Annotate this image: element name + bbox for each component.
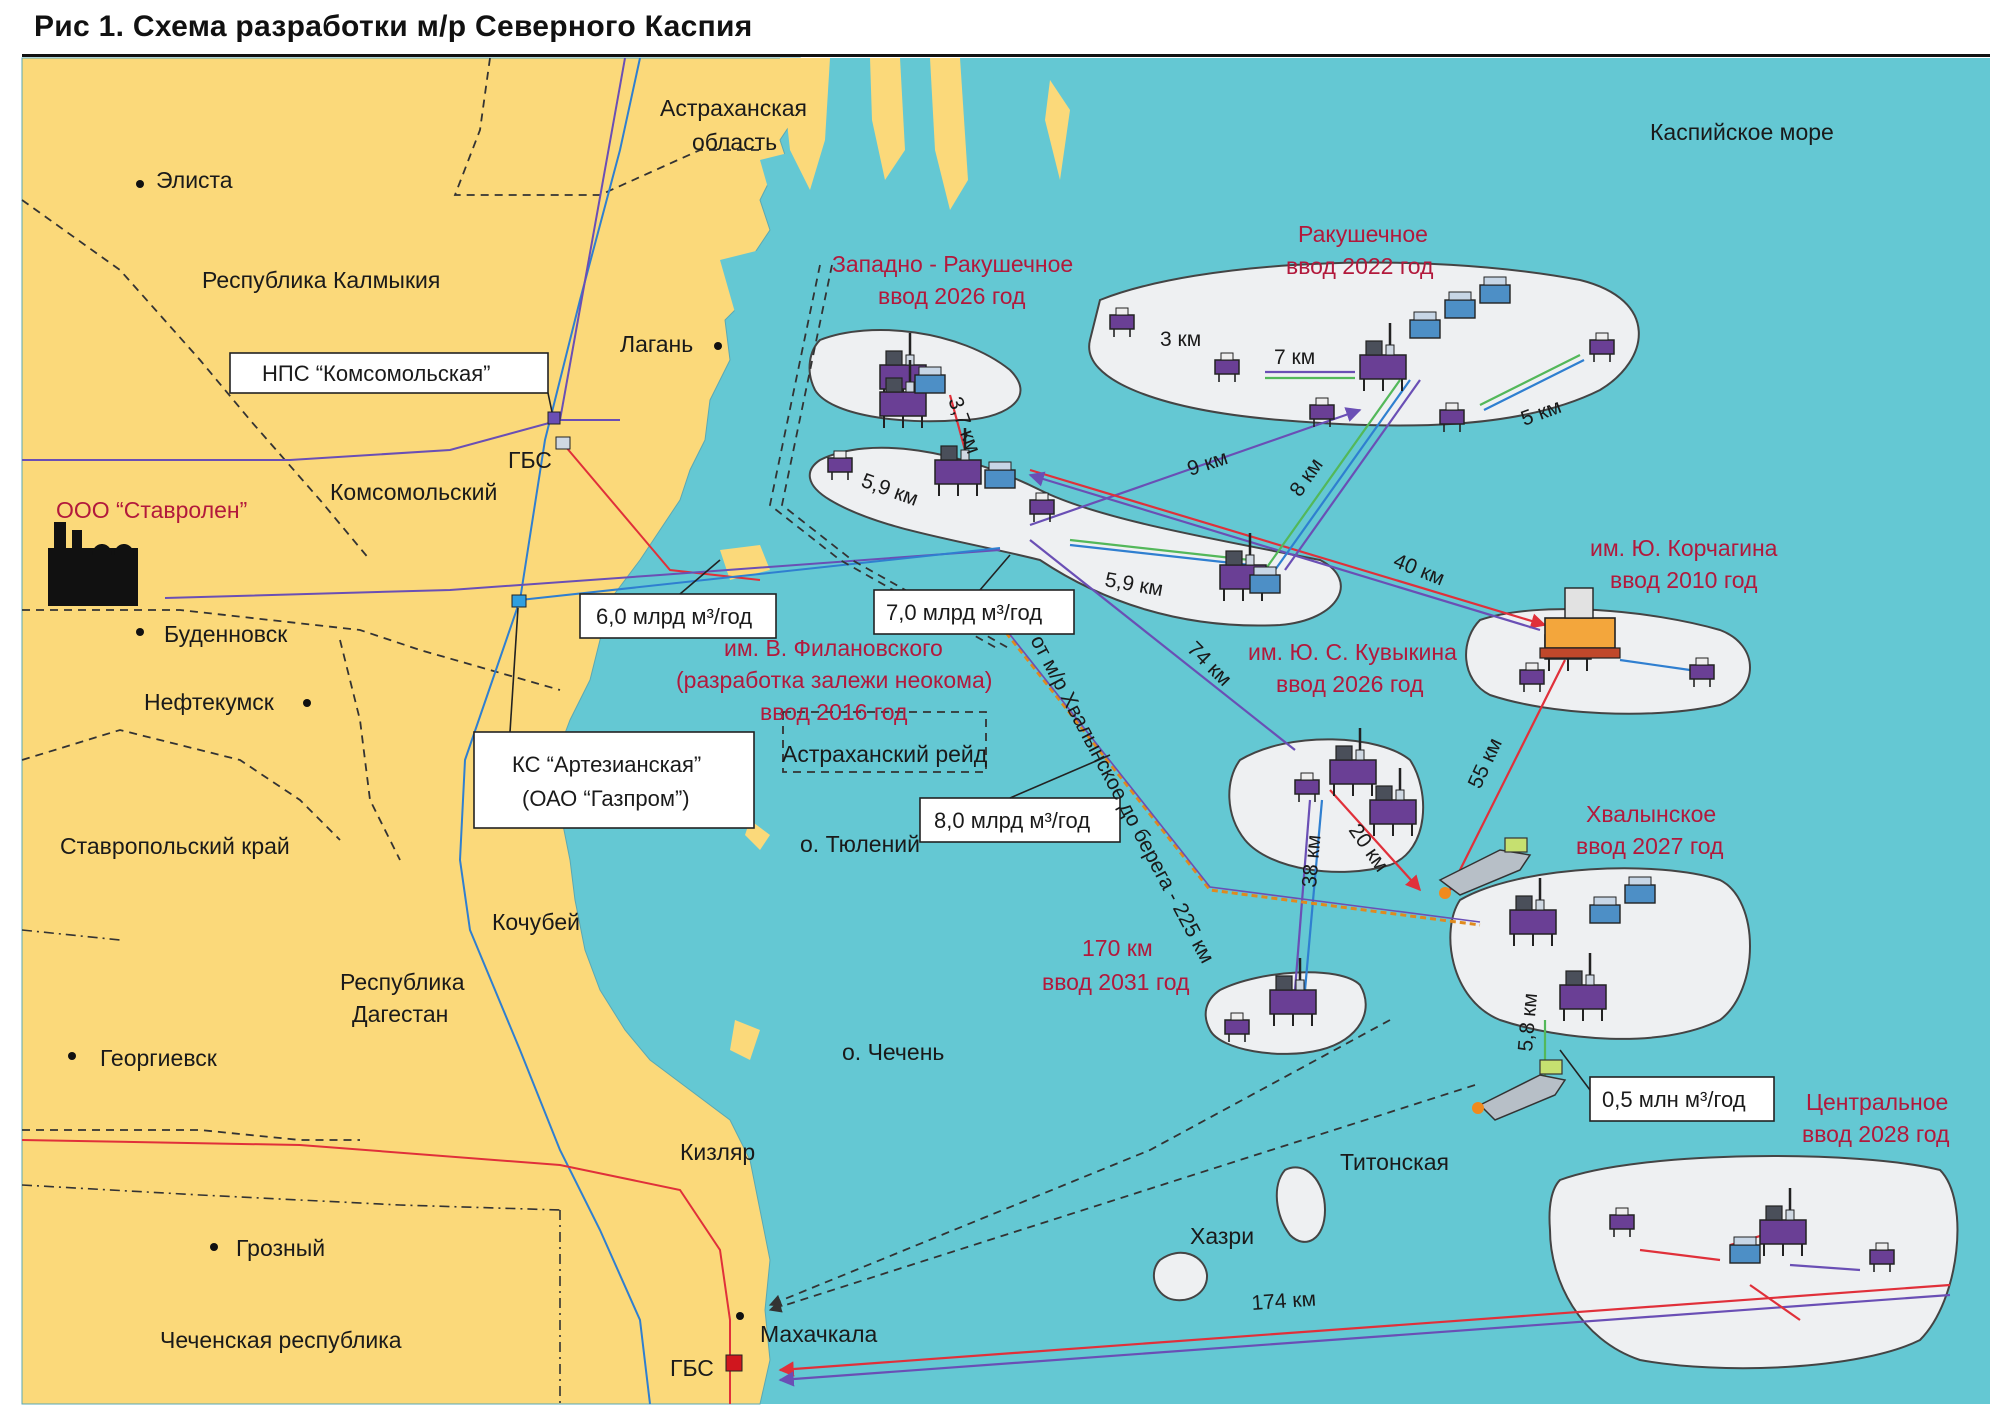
place-tyuleniy: о. Тюлений bbox=[800, 831, 920, 857]
field-zapadno-rakush-name: Западно - Ракушечное bbox=[832, 251, 1073, 277]
field-kuvykin-name: им. Ю. С. Кувыкина bbox=[1248, 639, 1457, 665]
place-khazri: Хазри bbox=[1190, 1223, 1254, 1249]
ks-label-l2: (ОАО “Газпром”) bbox=[522, 786, 690, 811]
nps-label: НПС “Комсомольская” bbox=[262, 361, 490, 386]
place-titonskaya: Титонская bbox=[1340, 1149, 1449, 1175]
dist-3: 3 км bbox=[1160, 328, 1201, 351]
region-kalmykia: Республика Калмыкия bbox=[202, 267, 440, 293]
dist-38: 38 км bbox=[1298, 834, 1326, 889]
field-170-name: 170 км bbox=[1082, 935, 1153, 961]
region-chechnya: Чеченская республика bbox=[160, 1327, 402, 1353]
region-caspian: Каспийское море bbox=[1650, 119, 1834, 145]
city-budennovsk: Буденновск bbox=[164, 621, 288, 647]
field-kuvykin-year: ввод 2026 год bbox=[1276, 671, 1424, 697]
gbs-south-label: ГБС bbox=[670, 1355, 714, 1381]
gbs-north-marker bbox=[555, 436, 571, 450]
callout-boxes bbox=[229, 352, 1775, 1122]
field-tsentralnoe-year: ввод 2028 год bbox=[1802, 1121, 1950, 1147]
flow-05-label: 0,5 млн м³/год bbox=[1602, 1087, 1746, 1112]
field-filanovsky-note: (разработка залежи неокома) bbox=[676, 667, 992, 693]
field-filanovsky-year: ввод 2016 год bbox=[760, 699, 908, 725]
city-georgievsk: Георгиевск bbox=[100, 1045, 218, 1071]
dist-174: 174 км bbox=[1251, 1288, 1317, 1315]
city-kochubey: Кочубей bbox=[492, 909, 580, 935]
city-kizlyar: Кизляр bbox=[680, 1139, 755, 1165]
city-elista: Элиста bbox=[156, 167, 233, 193]
ks-label-l1: КС “Артезианская” bbox=[512, 752, 701, 777]
field-filanovsky-name: им. В. Филановского bbox=[724, 635, 943, 661]
city-grozny: Грозный bbox=[236, 1235, 325, 1261]
land-pipelines bbox=[21, 57, 1001, 1405]
field-khvalynskoe-name: Хвалынское bbox=[1586, 801, 1716, 827]
figure-title: Рис 1. Схема разработки м/р Северного Ка… bbox=[34, 10, 753, 43]
city-makhachkala: Махачкала bbox=[760, 1321, 877, 1347]
flow-7-label: 7,0 млрд м³/год bbox=[886, 600, 1042, 625]
region-komsomolsky: Комсомольский bbox=[330, 479, 497, 505]
flow-6-label: 6,0 млрд м³/год bbox=[596, 604, 752, 629]
gbs-north-label: ГБС bbox=[508, 447, 552, 473]
dist-7: 7 км bbox=[1274, 346, 1315, 369]
dist-5-8: 5,8 км bbox=[1514, 992, 1542, 1052]
region-dagestan-l2: Дагестан bbox=[352, 1001, 448, 1027]
region-stavropol: Ставропольский край bbox=[60, 833, 290, 859]
field-korchagin-year: ввод 2010 год bbox=[1610, 567, 1758, 593]
region-astrakhan-l2: область bbox=[692, 129, 777, 155]
region-astrakhan-l1: Астраханская bbox=[660, 95, 807, 121]
tankers bbox=[1438, 837, 1567, 1121]
main-export-pipeline bbox=[998, 621, 1481, 927]
stavrolen-label: ООО “Ставролен” bbox=[56, 497, 247, 523]
volga-delta bbox=[720, 58, 1060, 330]
region-borders bbox=[21, 57, 760, 1141]
admin-borders bbox=[21, 929, 561, 1404]
title-rule bbox=[22, 54, 1990, 57]
place-chechen: о. Чечень bbox=[842, 1039, 944, 1065]
nps-marker bbox=[547, 411, 561, 425]
region-dagestan-l1: Республика bbox=[340, 969, 465, 995]
field-korchagin-name: им. Ю. Корчагина bbox=[1590, 535, 1778, 561]
gbs-south-marker bbox=[725, 1354, 743, 1372]
korchagin-platform bbox=[1539, 587, 1621, 659]
mainland bbox=[21, 57, 801, 1405]
field-rakushechnoe-year: ввод 2022 год bbox=[1286, 253, 1434, 279]
field-zapadno-rakush-year: ввод 2026 год bbox=[878, 283, 1026, 309]
factory-icon bbox=[48, 522, 138, 606]
city-dots bbox=[68, 180, 744, 1320]
field-rakushechnoe-name: Ракушечное bbox=[1298, 221, 1428, 247]
city-lagan: Лагань bbox=[620, 331, 693, 357]
city-neftekumsk: Нефтекумск bbox=[144, 689, 275, 715]
offshore-routes bbox=[778, 354, 1951, 1387]
field-170-year: ввод 2031 год bbox=[1042, 969, 1190, 995]
flow-8-label: 8,0 млрд м³/год bbox=[934, 808, 1090, 833]
field-khvalynskoe-year: ввод 2027 год bbox=[1576, 833, 1724, 859]
ks-marker bbox=[511, 594, 527, 608]
place-astr-reid: Астраханский рейд bbox=[782, 741, 988, 767]
callout-leaders bbox=[509, 392, 1591, 1091]
field-tsentralnoe-name: Центральное bbox=[1806, 1089, 1948, 1115]
astrakhan-reid-zone bbox=[782, 711, 987, 773]
